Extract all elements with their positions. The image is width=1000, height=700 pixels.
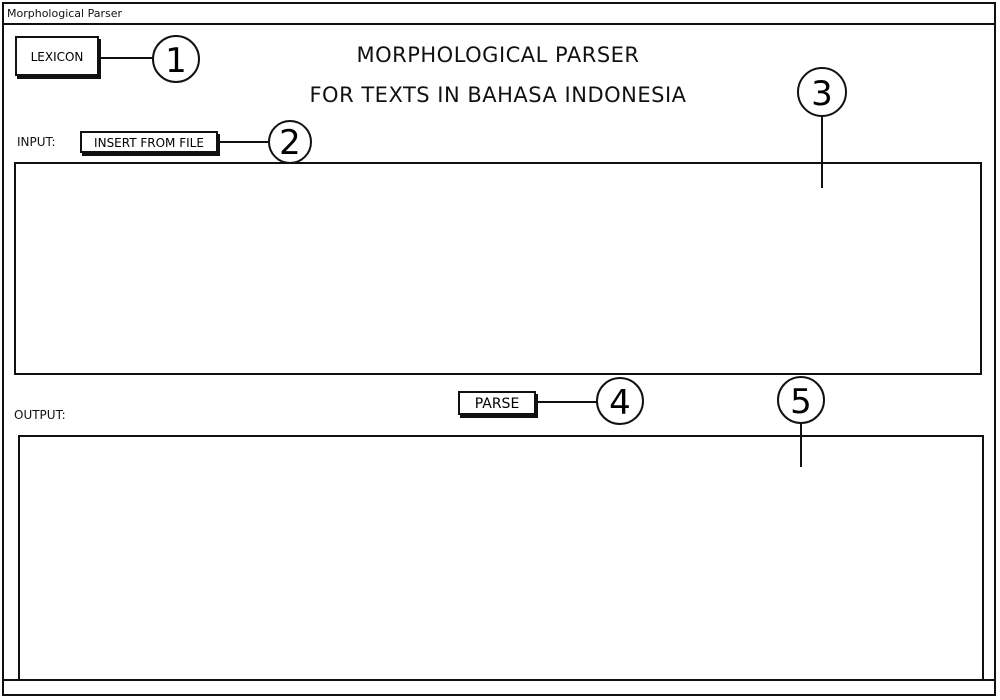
output-textarea[interactable] [18,435,984,681]
page-title: MORPHOLOGICAL PARSER [356,43,640,67]
page-subtitle: FOR TEXTS IN BAHASA INDONESIA [309,83,687,107]
input-label: INPUT: [17,135,56,149]
output-label: OUTPUT: [14,408,66,422]
lexicon-button[interactable]: LEXICON [15,36,99,76]
input-textarea[interactable] [14,162,982,375]
insert-from-file-button[interactable]: INSERT FROM FILE [80,131,218,153]
parse-button[interactable]: PARSE [458,391,536,415]
window-title: Morphological Parser [4,4,994,25]
